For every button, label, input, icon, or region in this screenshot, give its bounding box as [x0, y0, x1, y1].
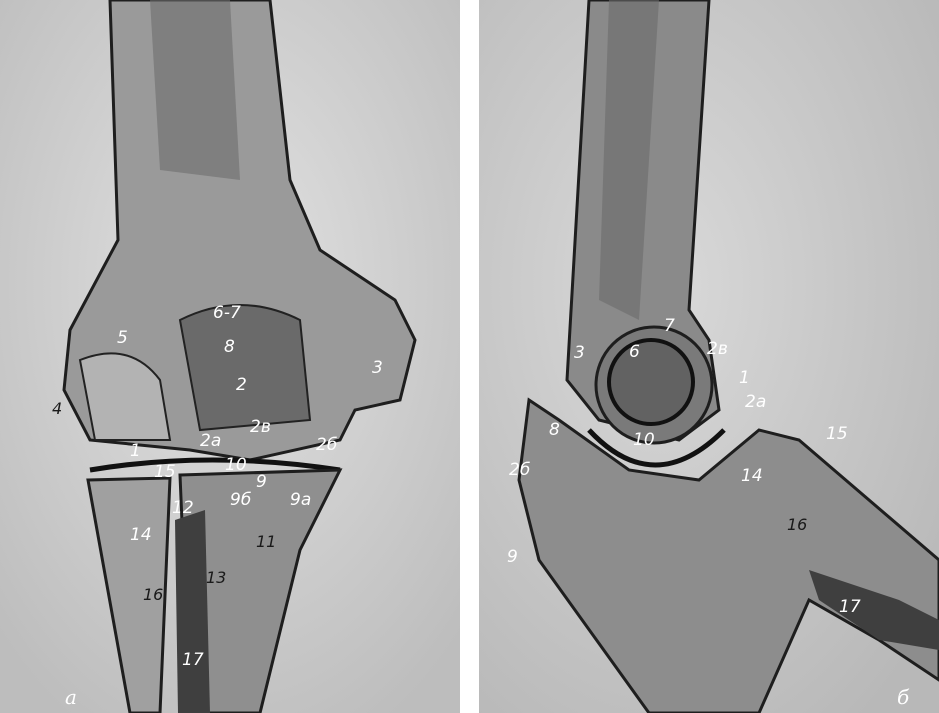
- label-2b: 2б: [509, 460, 530, 480]
- label-7: 7: [664, 316, 675, 336]
- panel-b-drawing: 7 6 3 2в 1 2а 8 10 15 2б 14 16 9 17 б: [479, 0, 939, 713]
- interosseous-shadow-17: [175, 510, 210, 713]
- label-6: 6: [629, 342, 640, 362]
- label-14: 14: [130, 525, 152, 545]
- capitulum-inner: [609, 340, 693, 424]
- label-17: 17: [182, 650, 204, 670]
- label-1: 1: [739, 368, 750, 388]
- label-2a: 2а: [745, 392, 766, 412]
- label-14: 14: [741, 466, 763, 486]
- label-16: 16: [787, 515, 807, 534]
- label-2b: 2б: [316, 435, 337, 455]
- label-9: 9: [507, 547, 518, 567]
- label-12: 12: [172, 498, 194, 518]
- label-16: 16: [143, 585, 163, 604]
- label-11: 11: [256, 532, 276, 551]
- humerus-shaft-shadow: [150, 0, 240, 180]
- label-3: 3: [372, 358, 383, 378]
- label-1: 1: [130, 441, 141, 461]
- label-3: 3: [574, 343, 585, 363]
- panel-divider: [460, 0, 479, 713]
- label-13: 13: [206, 568, 226, 587]
- label-9: 9: [256, 472, 267, 492]
- label-10: 10: [633, 430, 655, 450]
- label-5: 5: [117, 328, 128, 348]
- label-15: 15: [826, 424, 848, 444]
- label-6-7: 6-7: [213, 303, 241, 323]
- label-17: 17: [839, 597, 861, 617]
- label-4: 4: [52, 399, 62, 418]
- label-2: 2: [236, 375, 247, 395]
- label-8: 8: [224, 337, 235, 357]
- label-2v: 2в: [707, 339, 728, 359]
- label-2v: 2в: [250, 417, 271, 437]
- fossa-8: [180, 305, 310, 430]
- panel-a-frontal-view: 5 6-7 8 3 4 2 2а 2в 2б 1 15 10 9 9б 9а 1…: [0, 0, 460, 713]
- panel-b-lateral-view: 7 6 3 2в 1 2а 8 10 15 2б 14 16 9 17 б: [479, 0, 939, 713]
- label-2a: 2а: [200, 431, 221, 451]
- panel-letter-a: а: [65, 685, 77, 709]
- label-15: 15: [154, 462, 176, 482]
- label-8: 8: [549, 420, 560, 440]
- label-9a: 9а: [290, 490, 311, 510]
- panel-a-drawing: 5 6-7 8 3 4 2 2а 2в 2б 1 15 10 9 9б 9а 1…: [0, 0, 460, 713]
- label-9b: 9б: [230, 490, 251, 510]
- panel-letter-b: б: [897, 685, 910, 709]
- label-10: 10: [225, 455, 247, 475]
